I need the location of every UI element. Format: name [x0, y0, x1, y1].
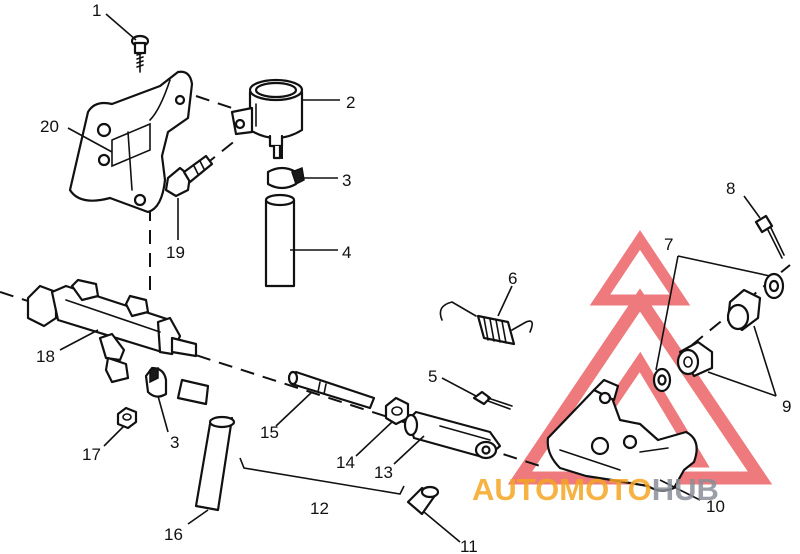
- callout-16: 16: [164, 525, 183, 544]
- callout-8: 8: [726, 179, 735, 198]
- callout-9: 9: [782, 397, 791, 416]
- part-cotter-pin: [472, 390, 513, 410]
- part-nut-small: [116, 406, 138, 430]
- part-hose-clamp-lower: [144, 366, 168, 398]
- watermark-triangle-top: [589, 230, 691, 306]
- watermark-part-1: AUTO: [472, 472, 559, 507]
- assembly-bracket-line: [239, 457, 405, 495]
- part-bolt: [164, 154, 214, 198]
- callout-2: 2: [346, 93, 355, 112]
- callout-20: 20: [40, 117, 59, 136]
- callout-4: 4: [342, 243, 351, 262]
- part-hose-clamp-upper: [266, 166, 305, 190]
- part-cotter-pin-upper: [754, 214, 785, 259]
- reservoir-axis-line: [195, 95, 245, 113]
- part-brake-lever: [546, 378, 698, 492]
- part-screw: [130, 34, 150, 73]
- part-push-rod: [287, 370, 376, 410]
- callout-6: 6: [508, 269, 517, 288]
- part-mounting-bracket: [68, 70, 194, 214]
- callout-5: 5: [428, 367, 437, 386]
- watermark-text: AUTOMOTOHUB: [472, 472, 719, 507]
- callout-7: 7: [664, 235, 673, 254]
- callout-14: 14: [336, 453, 355, 472]
- part-bushing-right: [726, 288, 762, 332]
- part-bushing-left: [676, 340, 714, 378]
- part-washer-left: [652, 367, 672, 393]
- part-fluid-reservoir: [230, 78, 304, 160]
- callout-labels: 1 2 3 3 4 5 6 7 8 9 10 11 12 13 14 15 16…: [36, 1, 791, 554]
- callout-13: 13: [374, 463, 393, 482]
- part-washer-right: [763, 272, 785, 300]
- part-clevis: [403, 410, 502, 460]
- callout-3-upper: 3: [342, 171, 351, 190]
- part-return-spring: [439, 301, 534, 346]
- leader-lines: [59, 13, 777, 543]
- callout-18: 18: [36, 347, 55, 366]
- watermark: AUTOMOTOHUB: [472, 472, 719, 507]
- callout-11: 11: [460, 537, 478, 554]
- callout-12: 12: [310, 499, 329, 518]
- watermark-part-3: HUB: [652, 472, 719, 507]
- part-clevis-pin: [406, 485, 440, 516]
- callout-15: 15: [260, 423, 279, 442]
- callout-3-lower: 3: [170, 433, 179, 452]
- part-hose-lower: [176, 378, 236, 512]
- watermark-part-2: MOTO: [559, 472, 651, 507]
- callout-17: 17: [82, 445, 101, 464]
- callout-19: 19: [166, 243, 185, 262]
- part-master-cylinder: [26, 278, 198, 384]
- callout-10: 10: [706, 497, 725, 516]
- part-hose: [264, 193, 296, 288]
- callout-1: 1: [92, 1, 101, 20]
